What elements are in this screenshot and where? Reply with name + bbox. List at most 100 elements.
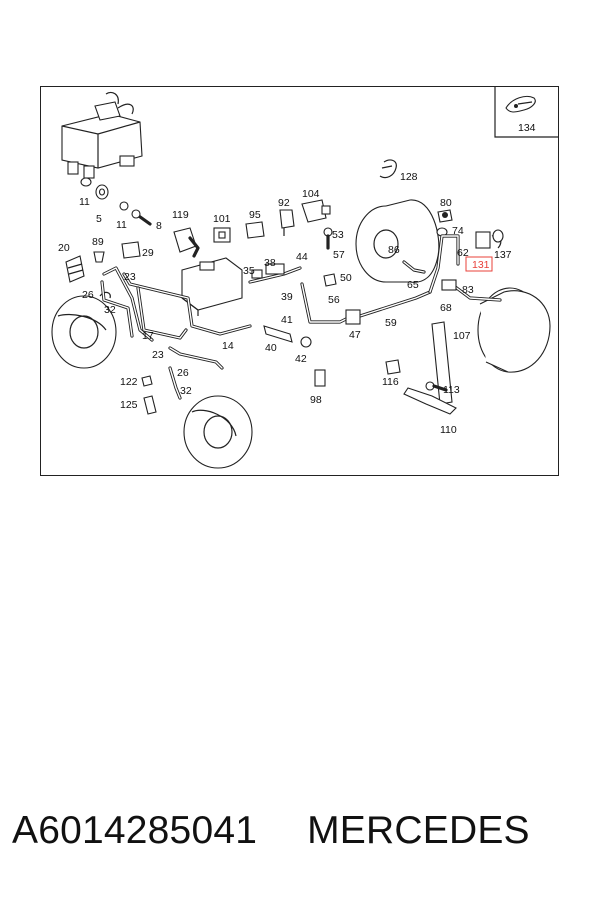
label-11b: 11 [116, 219, 127, 231]
valve-104 [301, 199, 331, 223]
brake-line-diagram: 11 5 11 8 119 101 95 92 104 128 80 74 86… [40, 86, 559, 476]
clip-26-front [99, 291, 111, 299]
nut-116 [385, 359, 401, 375]
label-53: 53 [332, 229, 344, 241]
connector-92 [279, 209, 295, 236]
label-62: 62 [457, 247, 469, 259]
label-92: 92 [278, 197, 290, 209]
label-26b: 26 [177, 367, 189, 379]
connector-89 [93, 251, 105, 263]
parts-diagram: 11 5 11 8 119 101 95 92 104 128 80 74 86… [40, 86, 559, 476]
connector-block-65 [441, 279, 457, 291]
label-125: 125 [120, 399, 138, 411]
union-38 [265, 263, 285, 275]
label-65: 65 [407, 279, 419, 291]
label-137: 137 [494, 249, 512, 261]
label-8: 8 [156, 220, 162, 232]
caliper-bleeder-125 [143, 395, 157, 415]
label-95: 95 [249, 209, 261, 221]
label-26a: 26 [82, 289, 94, 301]
highlight-box-131 [465, 256, 493, 272]
label-86: 86 [388, 244, 400, 256]
label-38: 38 [264, 257, 276, 269]
hose-62 [475, 231, 502, 249]
bolt-8 [131, 209, 152, 226]
label-83: 83 [462, 284, 474, 296]
label-41: 41 [281, 314, 293, 326]
label-32b: 32 [180, 385, 192, 397]
label-110: 110 [440, 424, 457, 436]
label-39: 39 [281, 291, 293, 303]
brake-disc-front-left [51, 295, 117, 369]
bleed-valve-122 [141, 375, 153, 387]
clip-56 [323, 273, 337, 287]
label-98: 98 [310, 394, 322, 406]
part-info-footer: A6014285041 MERCEDES [12, 806, 592, 856]
label-74: 74 [452, 225, 464, 237]
label-20: 20 [58, 242, 70, 254]
label-122: 122 [120, 376, 138, 388]
label-23a: 23 [124, 271, 136, 283]
bracket-110 [403, 387, 457, 415]
label-47: 47 [349, 329, 361, 341]
label-17: 17 [142, 330, 154, 342]
label-14: 14 [222, 340, 234, 352]
bracket-40 [263, 325, 293, 343]
label-107: 107 [453, 330, 471, 342]
bolt-53 [323, 227, 333, 250]
seal-ring-5 [95, 184, 109, 200]
clamp-128 [379, 159, 397, 179]
label-116: 116 [382, 376, 399, 388]
label-32a: 32 [104, 304, 116, 316]
brand-name: MERCEDES [307, 809, 530, 852]
clip-inset-icon [505, 95, 536, 113]
bolt-113 [425, 381, 448, 392]
label-101: 101 [213, 213, 231, 225]
label-50: 50 [340, 272, 352, 284]
label-23b: 23 [152, 349, 164, 361]
part-labels: 11 5 11 8 119 101 95 92 104 128 80 74 86… [58, 122, 536, 436]
brake-line-front-left [100, 266, 154, 342]
label-11a: 11 [79, 196, 90, 208]
brake-disc-front-right [183, 395, 253, 469]
inset-box-border [494, 87, 558, 138]
label-29: 29 [142, 247, 154, 259]
brake-line-main-left [122, 272, 252, 340]
sensor-119 [173, 227, 200, 258]
label-68: 68 [440, 302, 452, 314]
label-134: 134 [518, 122, 536, 134]
nut-42 [300, 336, 312, 348]
label-113: 113 [443, 384, 460, 396]
tee-fitting-47 [345, 309, 361, 325]
clip-95 [245, 221, 265, 239]
clip-101 [213, 227, 231, 243]
label-57: 57 [333, 249, 345, 261]
brake-drum-rear-right [477, 287, 551, 373]
label-44: 44 [296, 251, 308, 263]
distributor-29 [121, 241, 141, 259]
label-128: 128 [400, 171, 418, 183]
brake-drum-rear-left [355, 199, 440, 283]
label-56: 56 [328, 294, 340, 306]
brake-master-cylinder [181, 257, 243, 316]
label-131: 131 [472, 259, 490, 271]
bracket-107 [431, 321, 453, 405]
label-104: 104 [302, 188, 320, 200]
label-35: 35 [243, 265, 255, 277]
part-number: A6014285041 [12, 809, 258, 852]
label-42: 42 [295, 353, 307, 365]
cap-137 [492, 229, 504, 243]
boot-20 [65, 255, 85, 283]
label-89: 89 [92, 236, 104, 248]
spacer-98 [314, 369, 326, 387]
union-35 [251, 269, 263, 279]
label-59: 59 [385, 317, 397, 329]
master-cylinder-reservoir [61, 91, 143, 179]
label-40: 40 [265, 342, 277, 354]
label-80: 80 [440, 197, 452, 209]
brake-line-front-right [168, 346, 224, 400]
label-5: 5 [96, 213, 102, 225]
nut-80 [437, 209, 453, 223]
label-119: 119 [172, 209, 189, 221]
plug-11 [80, 177, 129, 211]
